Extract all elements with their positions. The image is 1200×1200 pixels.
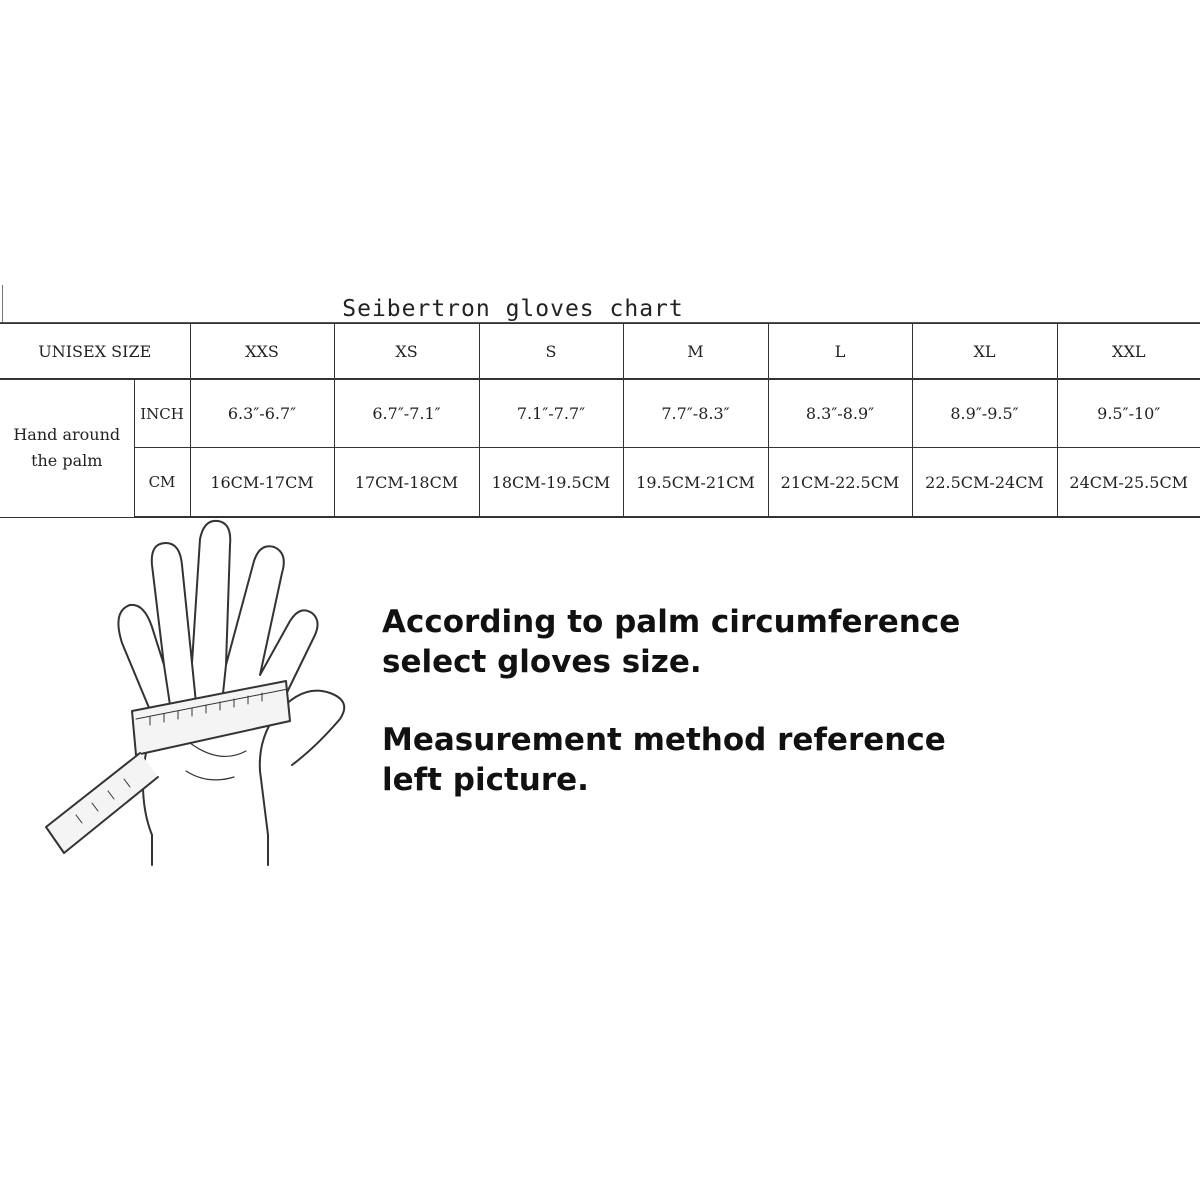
hand-measuring-tape-icon: [40, 515, 380, 875]
size-chart-table: UNISEX SIZE XXS XS S M L XL XXL Hand aro…: [0, 323, 1200, 518]
size-header-xxs: XXS: [189, 323, 335, 380]
cm-value-xxs: 16CM-17CM: [189, 447, 335, 518]
header-row: UNISEX SIZE XXS XS S M L XL XXL: [0, 323, 1200, 380]
inch-value-xxs: 6.3″-6.7″: [189, 378, 335, 448]
cm-value-xl: 22.5CM-24CM: [911, 447, 1058, 518]
inch-value-xxl: 9.5″-10″: [1056, 378, 1200, 448]
size-header-xl: XL: [911, 323, 1058, 380]
size-header-xs: XS: [333, 323, 480, 380]
cm-value-m: 19.5CM-21CM: [622, 447, 769, 518]
inch-value-xs: 6.7″-7.1″: [333, 378, 480, 448]
instruction-block-2: Measurement method reference left pictur…: [382, 720, 946, 800]
table-top-border: [0, 322, 1200, 323]
instruction-line-1: According to palm circumference: [382, 604, 961, 640]
size-header-xxl: XXL: [1056, 323, 1200, 380]
table-left-edge: [2, 285, 3, 323]
cm-value-s: 18CM-19.5CM: [478, 447, 624, 518]
size-header-m: M: [622, 323, 769, 380]
measure-label: Hand around the palm: [0, 378, 135, 518]
instruction-line-2: select gloves size.: [382, 644, 702, 680]
unisex-size-header: UNISEX SIZE: [0, 323, 191, 380]
unit-cm: CM: [134, 447, 191, 518]
inch-value-m: 7.7″-8.3″: [622, 378, 769, 448]
inch-value-xl: 8.9″-9.5″: [911, 378, 1058, 448]
chart-title: Seibertron gloves chart: [342, 296, 684, 322]
cm-value-xxl: 24CM-25.5CM: [1056, 447, 1200, 518]
instruction-line-4: left picture.: [382, 762, 589, 798]
size-header-s: S: [478, 323, 624, 380]
cm-value-l: 21CM-22.5CM: [767, 447, 913, 518]
instruction-line-3: Measurement method reference: [382, 722, 946, 758]
unit-inch: INCH: [133, 378, 191, 448]
cm-row: CM 16CM-17CM 17CM-18CM 18CM-19.5CM 19.5C…: [0, 447, 1200, 518]
instruction-block-1: According to palm circumference select g…: [382, 602, 960, 682]
inch-row: Hand around the palm INCH 6.3″-6.7″ 6.7″…: [0, 378, 1200, 518]
inch-value-l: 8.3″-8.9″: [767, 378, 913, 448]
inch-value-s: 7.1″-7.7″: [478, 378, 624, 448]
size-header-l: L: [767, 323, 913, 380]
cm-value-xs: 17CM-18CM: [333, 447, 480, 518]
